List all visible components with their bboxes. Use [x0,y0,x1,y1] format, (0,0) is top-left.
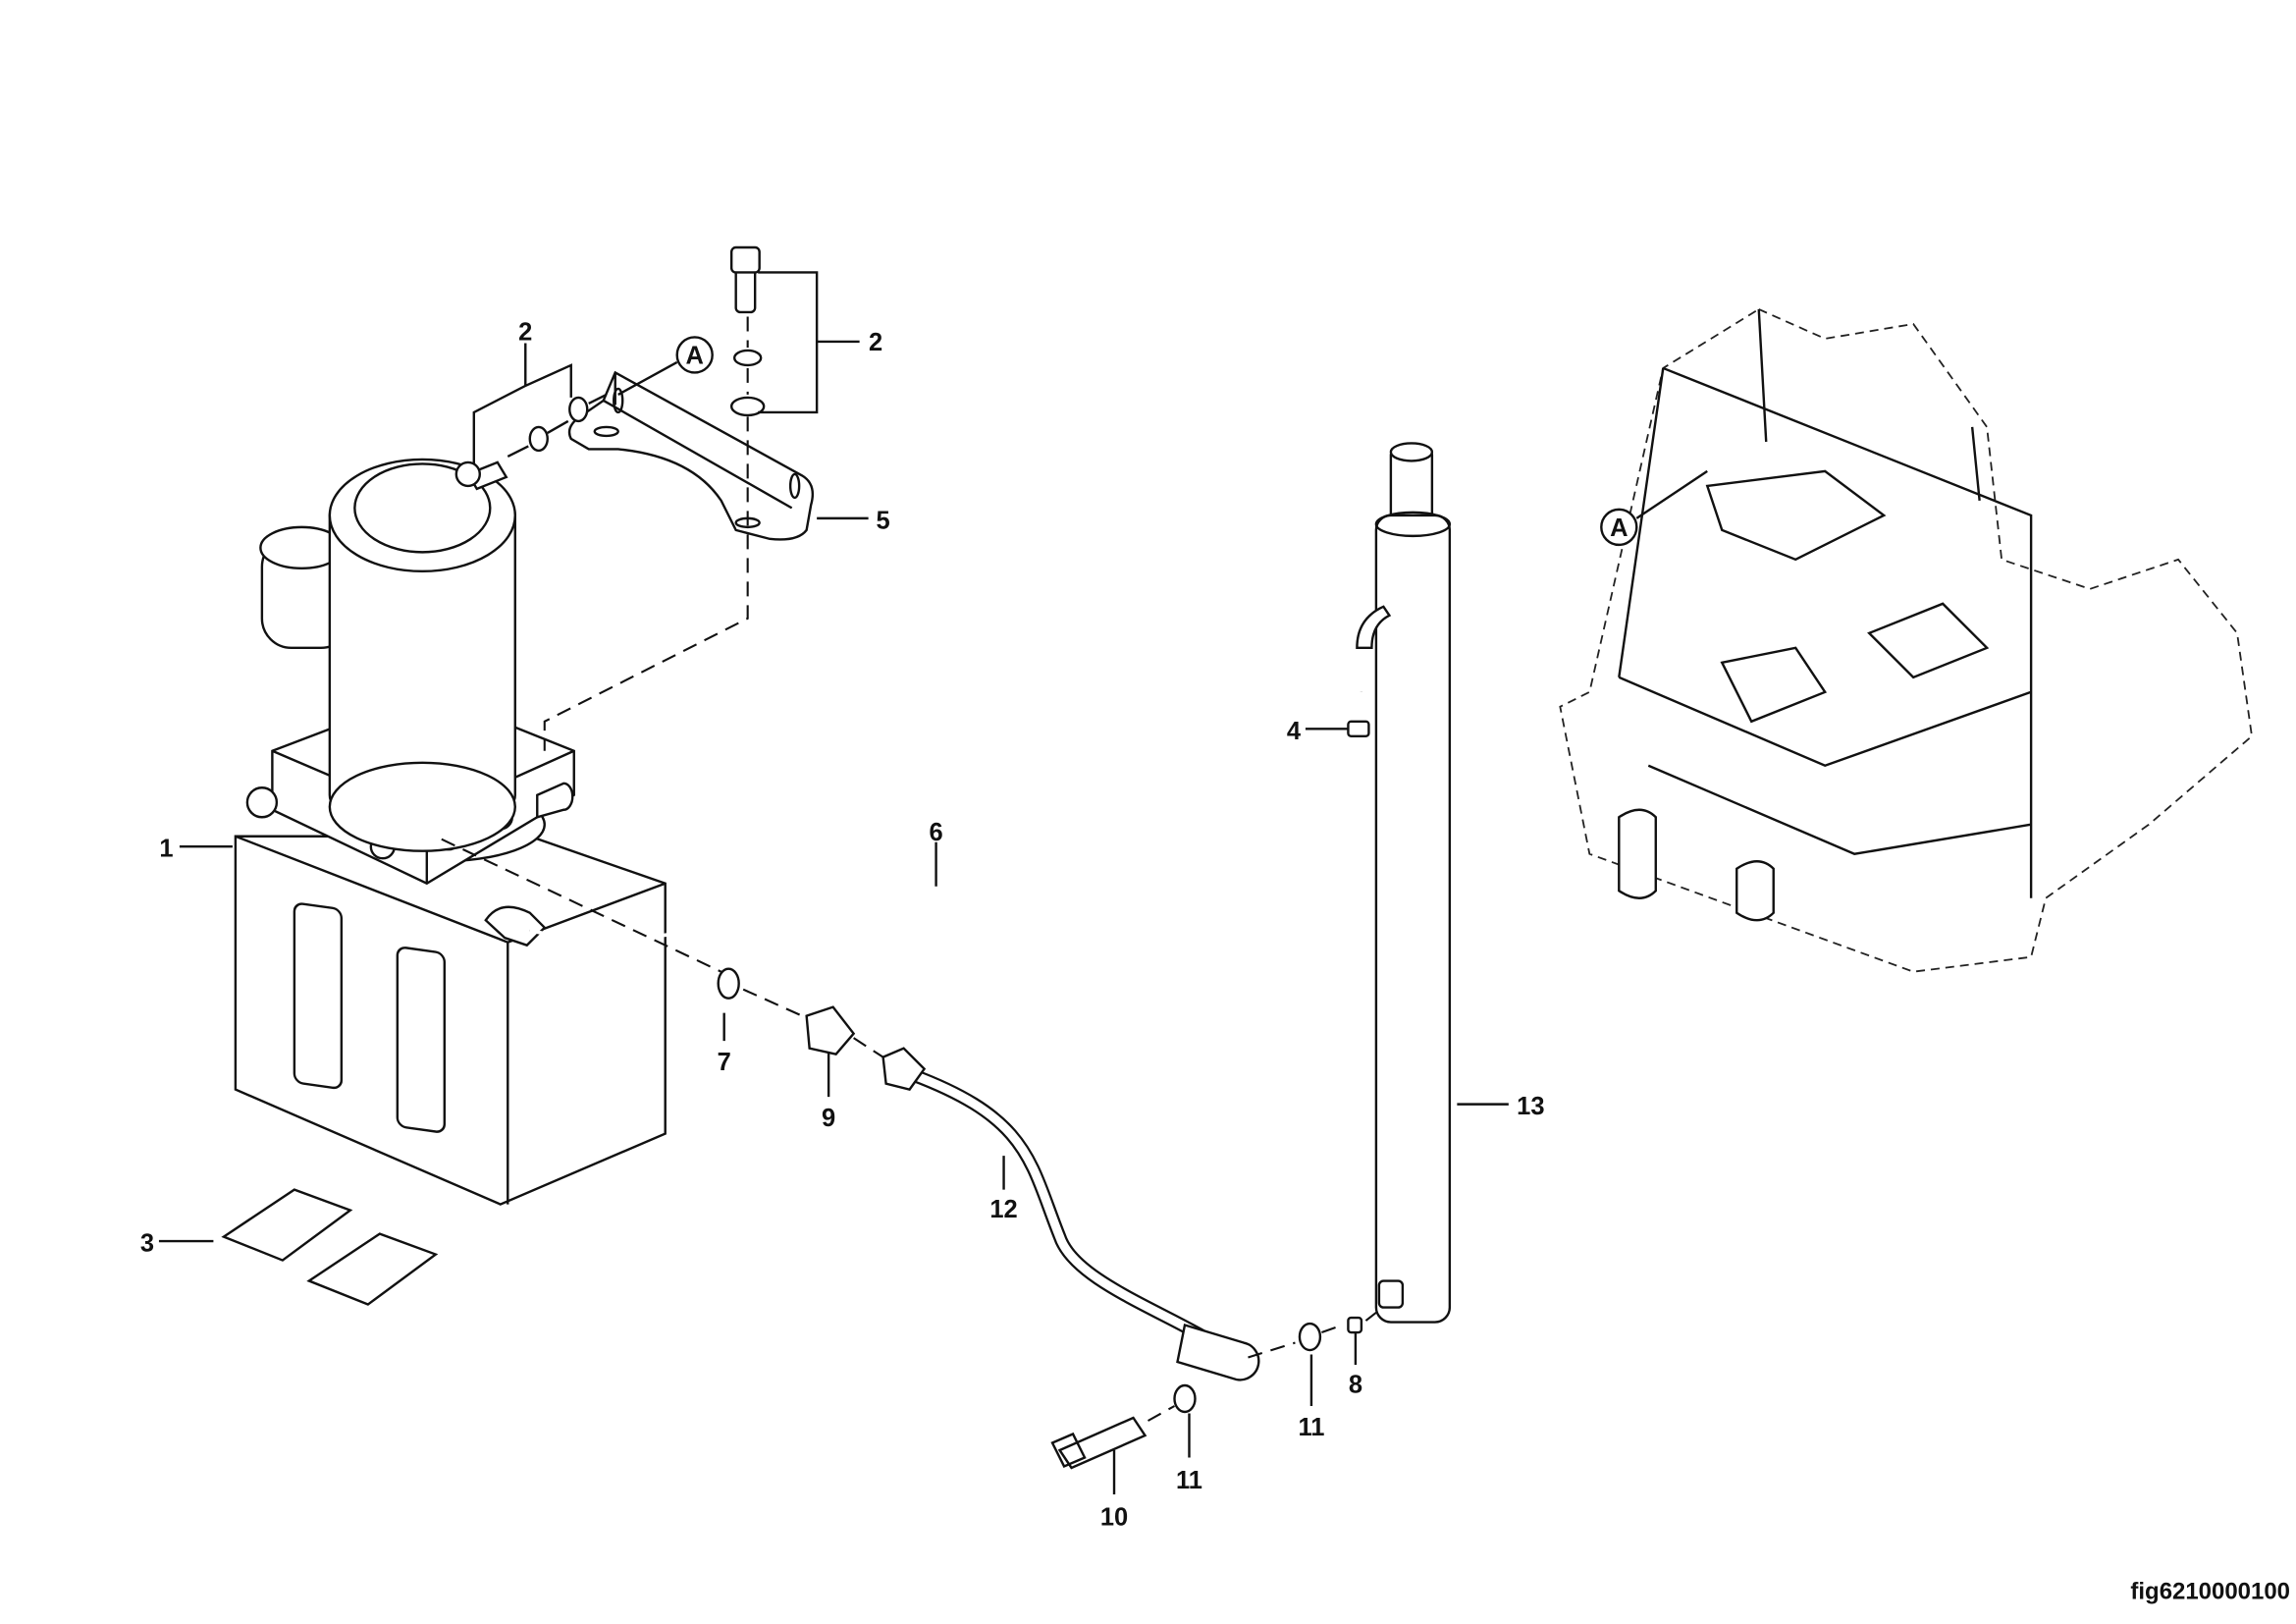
seal-item-11a [1173,1383,1197,1414]
callout-6: 6 [930,819,943,846]
callout-11-left: 11 [1176,1467,1202,1494]
detail-marker-a-reference-text: A [1610,514,1628,542]
banjo-fitting [1176,1323,1260,1381]
callout-3: 3 [140,1230,154,1258]
callout-11-right: 11 [1298,1414,1324,1441]
callout-7: 7 [718,1049,731,1076]
callout-5: 5 [877,507,890,534]
callout-12: 12 [989,1196,1017,1223]
callout-10: 10 [1100,1503,1128,1531]
electric-motor [328,458,516,852]
seal-item-11b [1298,1322,1322,1352]
hose-item-6-inner [529,691,1363,983]
clamp-item-4 [1347,720,1370,737]
shim-pad-b [306,1232,439,1306]
callout-1: 1 [159,836,173,863]
callout-2-right: 2 [869,329,882,356]
callout-4: 4 [1287,718,1302,745]
callout-8: 8 [1349,1371,1362,1398]
detail-marker-a-text: A [685,342,703,369]
orifice-item-8 [1347,1316,1363,1334]
mounting-bracket [567,370,815,541]
leader-lines [158,271,1509,1494]
bolt-set-vertical [543,245,766,751]
seal-item-7 [717,967,740,1000]
hose-item-12 [910,1068,1226,1353]
hose-item-12-inner [911,1070,1224,1351]
adapter-item-9 [805,1005,856,1056]
shim-pad-a [221,1188,353,1262]
figure-id: fig6210000100 [2130,1578,2290,1604]
callout-9: 9 [822,1105,835,1132]
power-unit-tank [234,835,667,1206]
hose-end-fitting [881,1047,927,1091]
bolt-set-horizontal [454,393,608,491]
detail-marker-a-reference [1600,508,1638,547]
callout-13: 13 [1517,1093,1544,1120]
hydraulic-cylinder [1356,442,1452,1324]
banjo-bolt-item-10 [1050,1416,1148,1470]
detail-marker-a [675,336,714,374]
machine-frame-reference-view [1559,307,2253,973]
callout-2-left: 2 [518,318,532,346]
